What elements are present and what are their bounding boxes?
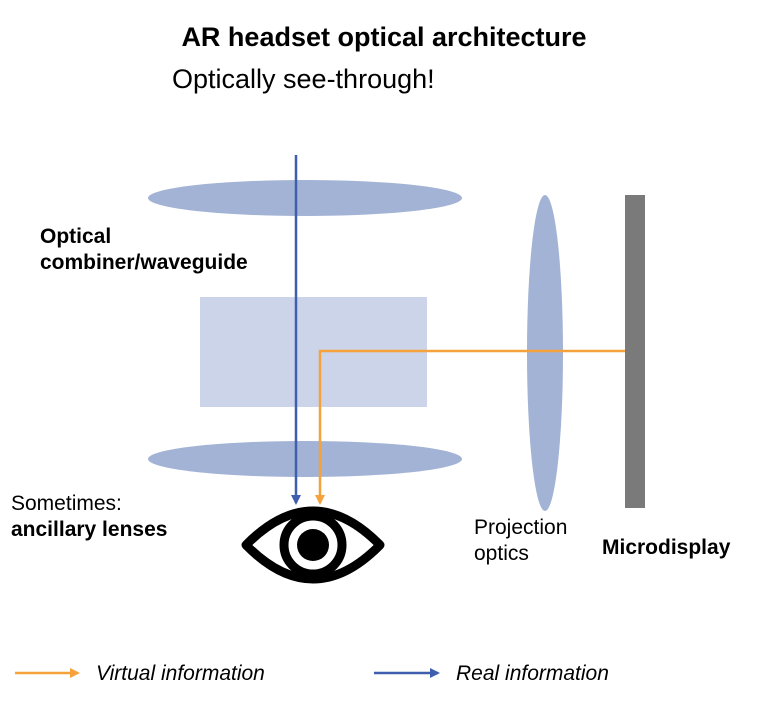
- microdisplay-label: Microdisplay: [602, 536, 731, 559]
- lower-ancillary-lens: [148, 441, 462, 477]
- projection-label-line1: Projection: [474, 516, 568, 539]
- ancillary-label-line1: Sometimes:: [11, 492, 122, 515]
- diagram-subtitle: Optically see-through!: [172, 64, 435, 94]
- eye-icon: [241, 506, 385, 584]
- legend-virtual-label: Virtual information: [96, 662, 265, 685]
- virtual-information-ray: [315, 349, 625, 505]
- ancillary-label-line2: ancillary lenses: [11, 518, 168, 541]
- projection-label: Projection optics: [474, 515, 567, 567]
- projection-lens: [527, 195, 563, 511]
- combiner-label-line1: Optical: [40, 225, 112, 248]
- ancillary-label: Sometimes: ancillary lenses: [11, 491, 167, 543]
- legend-real-label: Real information: [456, 662, 609, 685]
- combiner-label-line2: combiner/waveguide: [40, 251, 248, 274]
- diagram-title: AR headset optical architecture: [181, 22, 587, 52]
- projection-label-line2: optics: [474, 542, 529, 565]
- combiner-label: Optical combiner/waveguide: [40, 224, 248, 276]
- microdisplay: [625, 195, 645, 508]
- upper-ancillary-lens: [148, 180, 462, 216]
